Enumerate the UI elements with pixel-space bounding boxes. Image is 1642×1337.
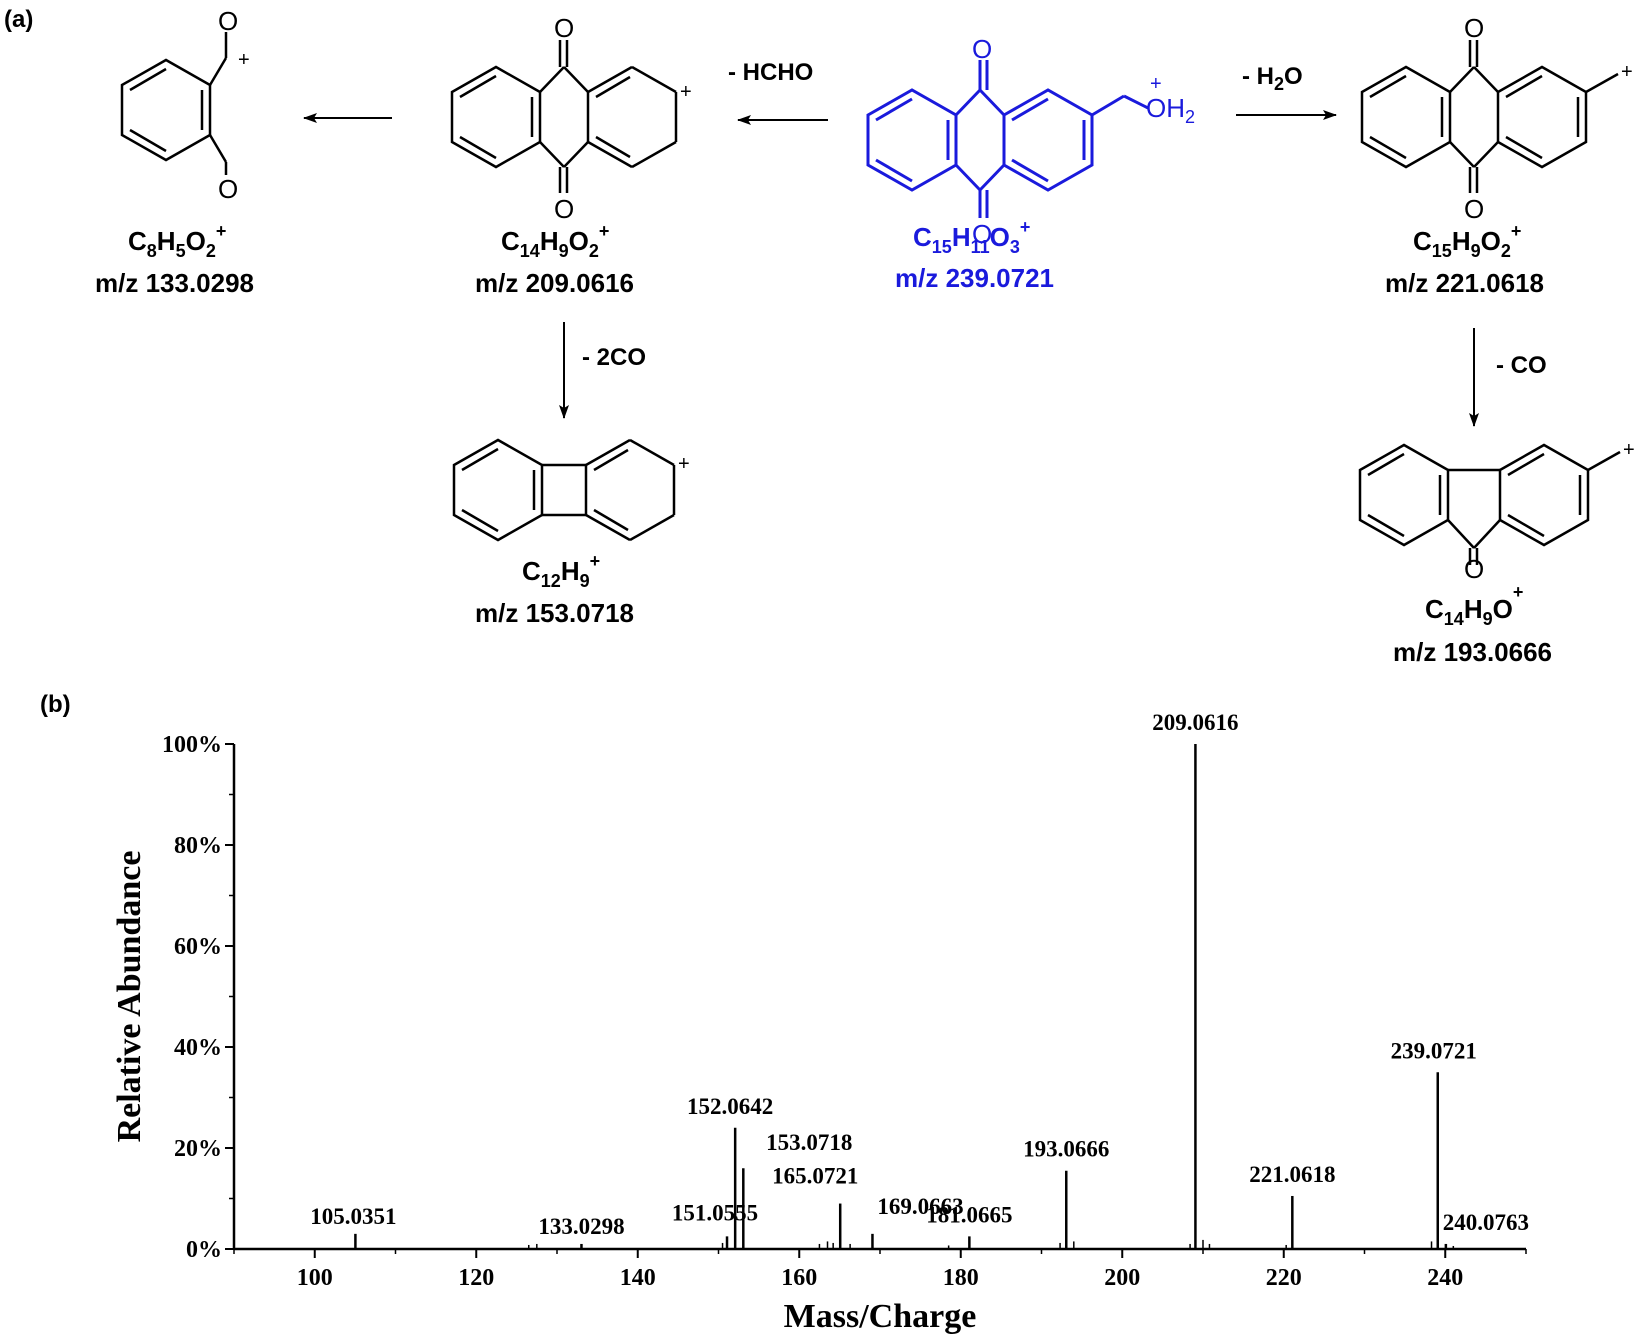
frag-209-mz: m/z 209.0616 <box>475 268 634 298</box>
peak-label: 151.0555 <box>672 1200 758 1225</box>
peak-label: 209.0616 <box>1152 710 1238 735</box>
frag-153-structure <box>452 438 676 542</box>
parent-oh2: OH2 <box>1146 93 1195 127</box>
x-tick-label: 120 <box>458 1265 494 1291</box>
peak-label: 153.0718 <box>766 1130 852 1155</box>
frag-221-charge: + <box>1621 61 1633 83</box>
frag-133-charge: + <box>238 49 250 71</box>
y-tick-label: 100% <box>162 732 222 758</box>
mass-spectrum-chart: 0% 20% 40% 60% 80% 100% 100 120 140 160 180 200 220 2… <box>111 710 1529 1335</box>
peak-label: 169.0663 <box>877 1194 963 1219</box>
frag-209-o-top: O <box>554 13 574 43</box>
y-tick-label: 20% <box>174 1136 222 1162</box>
frag-153-charge: + <box>678 453 690 475</box>
parent-mz: m/z 239.0721 <box>895 263 1054 293</box>
x-axis-title: Mass/Charge <box>784 1298 977 1335</box>
frag-193-formula: C14H9O+ <box>1425 582 1523 629</box>
frag-209-o-bottom: O <box>554 194 574 224</box>
parent-o-bottom: O <box>972 219 992 249</box>
loss-2co-label: - 2CO <box>582 344 646 371</box>
frag-193-mz: m/z 193.0666 <box>1393 637 1552 667</box>
frag-193-structure <box>1358 443 1621 565</box>
peak-label: 221.0618 <box>1249 1162 1335 1187</box>
frag-193-charge: + <box>1623 439 1635 461</box>
frag-133-o-bottom: O <box>218 174 238 204</box>
frag-133-mz: m/z 133.0298 <box>95 268 254 298</box>
parent-formula: C15H11O3+ <box>913 217 1030 257</box>
x-tick-label: 140 <box>620 1265 656 1291</box>
frag-209-charge: + <box>680 81 692 103</box>
frag-153-mz: m/z 153.0718 <box>475 598 634 628</box>
y-tick-label: 80% <box>174 833 222 859</box>
loss-hcho-label: - HCHO <box>728 59 813 86</box>
frag-153-formula: C12H9+ <box>522 551 600 591</box>
peak-label: 193.0666 <box>1023 1137 1109 1162</box>
parent-structure <box>866 60 1149 218</box>
loss-co-label: - CO <box>1496 352 1547 379</box>
parent-atoms: O O OH2 + <box>972 34 1195 249</box>
y-tick-label: 0% <box>186 1237 222 1263</box>
frag-133-structure <box>120 32 228 175</box>
x-tick-label: 160 <box>781 1265 817 1291</box>
peak-label: 239.0721 <box>1391 1038 1477 1063</box>
x-tick-label: 180 <box>943 1265 979 1291</box>
y-tick-label: 40% <box>174 1035 222 1061</box>
frag-209-structure <box>450 40 678 193</box>
x-tick-label: 240 <box>1427 1265 1463 1291</box>
frag-221-formula: C15H9O2+ <box>1413 221 1521 261</box>
x-tick-label: 200 <box>1104 1265 1140 1291</box>
y-axis-title: Relative Abundance <box>111 851 148 1143</box>
peak-label: 165.0721 <box>772 1164 858 1189</box>
panel-a-label: (a) <box>4 6 33 33</box>
peak-label: 240.0763 <box>1443 1210 1529 1235</box>
panel-b-label: (b) <box>40 691 71 718</box>
frag-133-formula: C8H5O2+ <box>128 221 226 261</box>
frag-221-mz: m/z 221.0618 <box>1385 268 1544 298</box>
peak-label: 181.0665 <box>926 1202 1012 1227</box>
frag-221-o-top: O <box>1464 13 1484 43</box>
frag-133-o-top: O <box>218 6 238 36</box>
parent-o-top: O <box>972 34 992 64</box>
frag-209-formula: C14H9O2+ <box>501 221 609 261</box>
peak-label: 152.0642 <box>687 1094 773 1119</box>
frag-193-o: O <box>1464 554 1484 584</box>
peak-label: 105.0351 <box>310 1204 396 1229</box>
peak-label: 133.0298 <box>538 1214 624 1239</box>
loss-h2o-label: - H2O <box>1242 63 1303 94</box>
parent-charge: + <box>1150 73 1162 95</box>
frag-221-o-bottom: O <box>1464 194 1484 224</box>
frag-221-structure <box>1360 40 1619 193</box>
x-tick-label: 100 <box>297 1265 333 1291</box>
x-tick-label: 220 <box>1266 1265 1302 1291</box>
y-tick-label: 60% <box>174 934 222 960</box>
